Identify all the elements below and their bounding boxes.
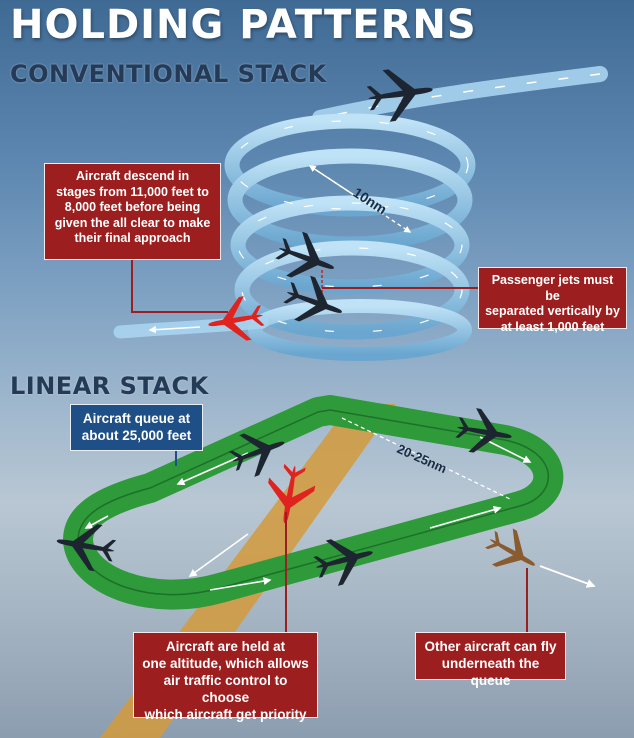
incoming-contrail bbox=[312, 66, 608, 126]
plane-underneath-brown-icon bbox=[479, 521, 546, 584]
callout-queue-line: about 25,000 feet bbox=[81, 428, 192, 443]
callout-descend: Aircraft descend in stages from 11,000 f… bbox=[44, 163, 221, 260]
section-heading-linear: LINEAR STACK bbox=[10, 372, 209, 400]
callout-descend-line: Aircraft descend in bbox=[75, 169, 190, 183]
callout-queue-line: Aircraft queue at bbox=[82, 411, 191, 426]
callout-separation-line: Passenger jets must be bbox=[491, 273, 614, 303]
callout-held-line: Aircraft are held at bbox=[165, 639, 286, 654]
section-heading-conventional: CONVENTIONAL STACK bbox=[10, 60, 327, 88]
callout-separation: Passenger jets must be separated vertica… bbox=[478, 267, 627, 334]
page-title: HOLDING PATTERNS bbox=[10, 2, 477, 48]
callout-descend-line: their final approach bbox=[74, 231, 191, 245]
callout-queue-altitude: Aircraft queue at about 25,000 feet bbox=[70, 404, 203, 451]
callout-held-line: one altitude, which allows bbox=[142, 656, 309, 671]
callout-separation-line: separated vertically by bbox=[485, 304, 620, 318]
callout-separation-line: at least 1,000 feet bbox=[500, 319, 605, 334]
oval-length-label: 20-25nm bbox=[395, 441, 449, 476]
callout-descend-line: given the all clear to make bbox=[54, 215, 211, 230]
callout-descend-line: 8,000 feet before being bbox=[64, 200, 201, 214]
callout-underneath-line: Other aircraft can fly bbox=[424, 639, 557, 654]
callout-underneath: Other aircraft can fly underneath the qu… bbox=[415, 632, 566, 688]
callout-held-line: which aircraft get priority bbox=[144, 707, 307, 722]
callout-underneath-line: underneath the queue bbox=[441, 656, 540, 688]
callout-held-line: air traffic control to choose bbox=[163, 673, 288, 705]
callout-held-altitude: Aircraft are held at one altitude, which… bbox=[133, 632, 318, 722]
oval-length-measure bbox=[341, 417, 513, 501]
callout-descend-line: stages from 11,000 feet to bbox=[56, 184, 209, 199]
